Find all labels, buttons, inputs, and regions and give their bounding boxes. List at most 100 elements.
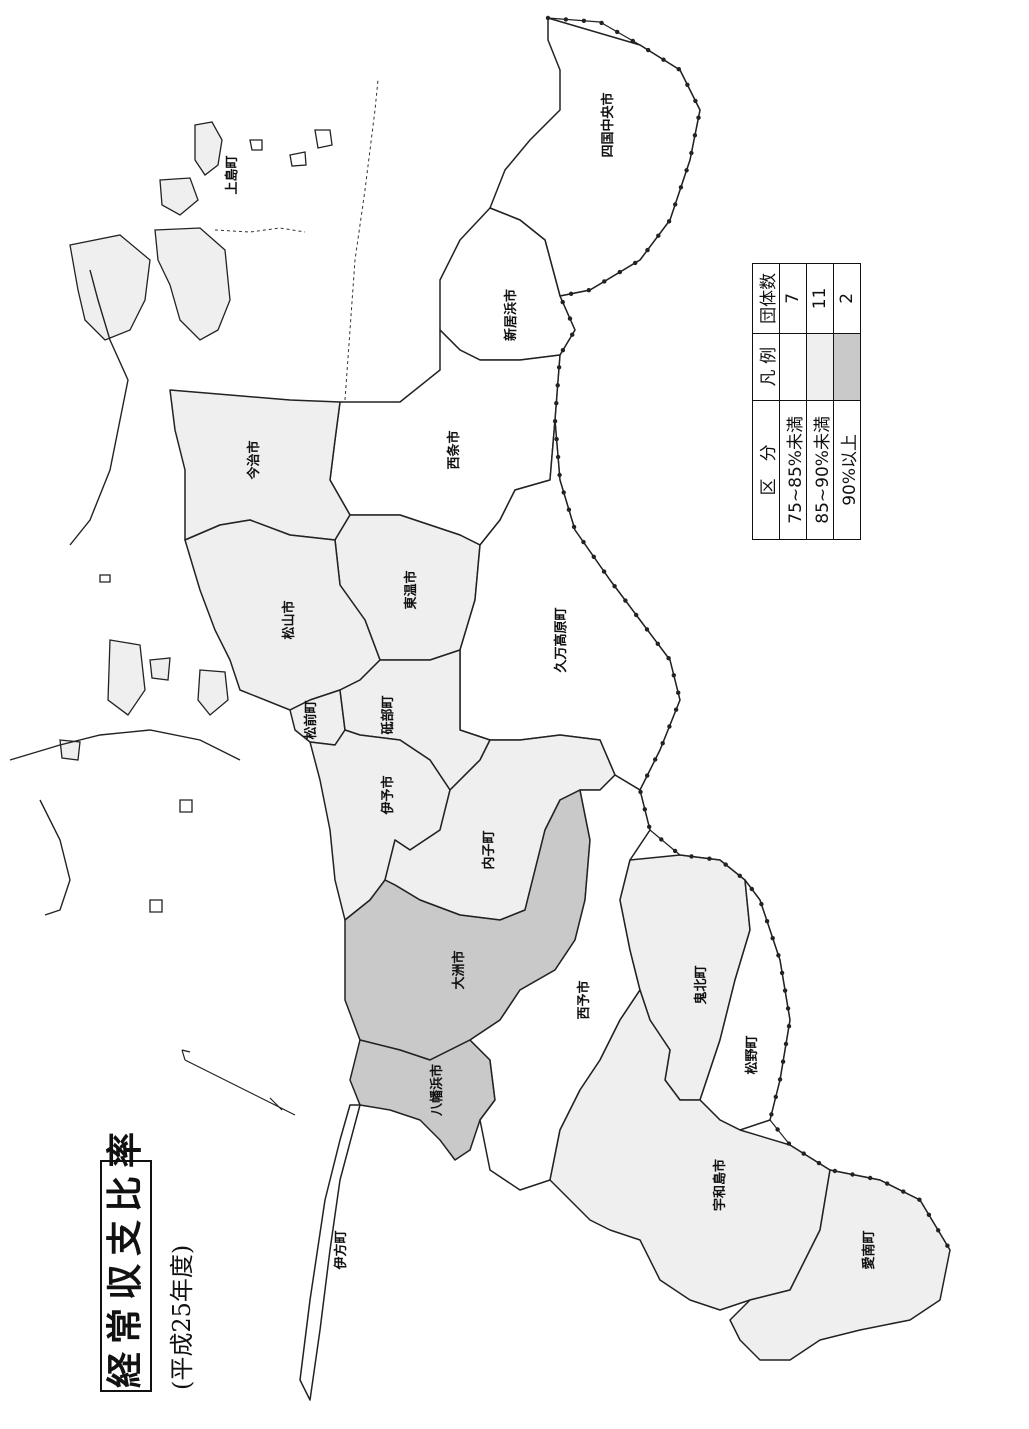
border-dot [555, 454, 561, 460]
border-dot [692, 133, 698, 138]
municipality-shapes [169, 17, 951, 1401]
municipality-label: 内子町 [481, 830, 497, 869]
legend: 区 分 凡 例 団体数 75~85%未満 7 85~90%未満 11 90%以上… [752, 263, 861, 540]
border-dot [647, 824, 652, 829]
border-dot [779, 970, 785, 976]
border-dot [557, 472, 562, 478]
municipality-label: 西条市 [446, 430, 462, 469]
border-markers [545, 15, 950, 1248]
border-dot [545, 15, 551, 21]
legend-header-category: 区 分 [752, 400, 780, 540]
legend-category: 75~85%未満 [779, 400, 807, 540]
border-dot [560, 299, 565, 305]
legend-swatch-none [779, 333, 807, 401]
border-dot [764, 919, 770, 924]
border-dot [586, 288, 591, 293]
border-dot [617, 269, 622, 275]
border-dot [667, 724, 672, 729]
legend-row: 90%以上 2 [833, 263, 861, 540]
border-dot [563, 17, 569, 22]
municipality-伊方町 [299, 1104, 361, 1401]
border-dot [555, 383, 560, 388]
border-dot [659, 837, 664, 842]
border-dot [777, 1077, 783, 1082]
border-dot [581, 539, 586, 545]
border-dot [885, 1181, 890, 1186]
municipality-八幡浜市 [349, 1039, 496, 1161]
border-dot [786, 1141, 792, 1146]
border-dot [655, 641, 660, 646]
municipality-label: 伊予市 [380, 775, 396, 815]
border-dot [599, 20, 604, 26]
border-dot [623, 598, 628, 603]
map-title: 経常収支比率 [105, 1123, 146, 1388]
border-dot [689, 150, 694, 156]
border-dot [581, 18, 587, 23]
border-dot [552, 419, 558, 424]
border-dot [671, 673, 676, 678]
border-dot [780, 1059, 786, 1064]
border-dot [554, 401, 559, 406]
border-dot [566, 507, 572, 512]
municipality-label: 宇和島市 [712, 1159, 728, 1211]
border-dot [661, 57, 666, 62]
border-dot [567, 316, 573, 321]
border-dot [630, 38, 635, 44]
border-dot [776, 953, 781, 958]
municipality-label: 鬼北町 [693, 965, 709, 1004]
legend-row: 85~90%未満 11 [806, 263, 834, 540]
border-dot [666, 219, 672, 224]
legend-swatch-light [806, 333, 834, 401]
border-dot [554, 436, 559, 442]
municipality-label: 愛南町 [861, 1230, 877, 1269]
map-subtitle: (平成25年度) [168, 1244, 196, 1390]
municipality-label: 松山市 [281, 600, 297, 639]
border-dot [917, 1197, 922, 1202]
border-dot [556, 365, 562, 370]
municipality-label: 久万高原町 [553, 607, 569, 672]
border-dot [723, 862, 728, 867]
border-dot [644, 627, 650, 632]
border-dot [816, 1160, 822, 1166]
border-dot [638, 789, 643, 795]
legend-count: 2 [833, 263, 861, 334]
municipality-label: 上島町 [224, 155, 240, 194]
legend-header-row: 区 分 凡 例 団体数 [752, 263, 780, 540]
north-arrow-icon [181, 1049, 296, 1116]
border-dot [601, 569, 607, 574]
border-dot [786, 1023, 792, 1029]
border-dot [633, 260, 638, 266]
border-dot [926, 1212, 932, 1218]
municipality-label: 四国中央市 [600, 92, 616, 157]
municipality-label: 大洲市 [451, 950, 467, 989]
legend-count: 11 [806, 263, 834, 334]
border-dot [570, 332, 575, 337]
border-dot [646, 47, 651, 53]
municipality-label: 新居浜市 [503, 289, 519, 341]
border-dot [568, 291, 574, 296]
border-dot [689, 854, 694, 859]
legend-category: 90%以上 [833, 400, 861, 540]
municipality-label: 今治市 [246, 440, 262, 480]
border-dot [673, 202, 678, 207]
border-dot [775, 1127, 780, 1132]
border-dot [707, 856, 712, 861]
border-dot [696, 115, 701, 120]
title-box [100, 1160, 152, 1392]
border-dot [672, 848, 678, 854]
legend-count: 7 [779, 263, 807, 334]
border-dot [685, 82, 690, 88]
border-dot [737, 873, 742, 878]
municipality-label: 松野町 [744, 1035, 760, 1074]
legend-header-count: 団体数 [752, 263, 780, 334]
border-dot [615, 29, 620, 35]
border-dot [868, 1175, 873, 1181]
border-dot [673, 707, 679, 712]
border-dot [832, 1168, 838, 1174]
border-dot [749, 886, 754, 892]
border-dot [684, 168, 689, 173]
legend-swatch-dark [833, 333, 861, 401]
border-dot [676, 67, 681, 72]
border-dot [801, 1151, 806, 1156]
